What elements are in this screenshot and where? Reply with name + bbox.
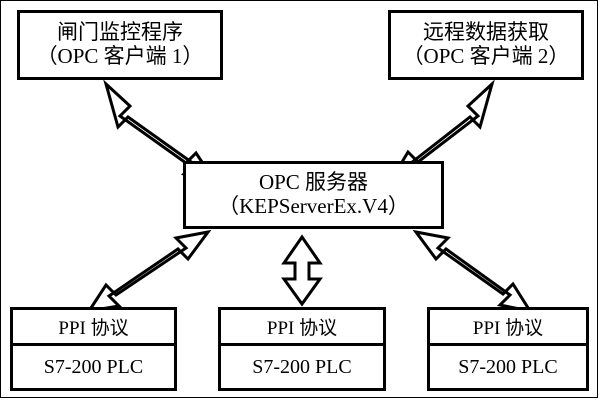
- node-opc-server-line-2: （KEPServerEx.V4）: [218, 194, 409, 218]
- node-plc-3-device: S7-200 PLC: [458, 355, 558, 378]
- node-plc-3[interactable]: PPI 协议 S7-200 PLC: [427, 307, 589, 391]
- node-opc-client-1[interactable]: 闸门监控程序 （OPC 客户端 1）: [17, 10, 223, 80]
- node-opc-client-1-line-1: 闸门监控程序: [57, 20, 183, 45]
- node-plc-1-protocol: PPI 协议: [13, 310, 174, 346]
- node-plc-1[interactable]: PPI 协议 S7-200 PLC: [10, 307, 177, 391]
- node-plc-2-protocol: PPI 协议: [221, 310, 383, 346]
- node-plc-3-protocol: PPI 协议: [430, 310, 586, 346]
- node-opc-client-2-line-2: （OPC 客户端 2）: [402, 44, 570, 68]
- node-plc-1-device: S7-200 PLC: [43, 355, 144, 378]
- node-opc-server-line-1: OPC 服务器: [258, 170, 369, 195]
- node-opc-client-2-line-1: 远程数据获取: [423, 20, 549, 45]
- arrow-server-to-plc-3: [412, 229, 534, 314]
- node-opc-client-1-line-2: （OPC 客户端 1）: [36, 44, 204, 68]
- arrow-server-to-plc-2: [281, 234, 323, 307]
- node-plc-2-device: S7-200 PLC: [252, 355, 352, 378]
- node-opc-client-2[interactable]: 远程数据获取 （OPC 客户端 2）: [388, 10, 584, 80]
- node-opc-server[interactable]: OPC 服务器 （KEPServerEx.V4）: [183, 161, 444, 229]
- node-plc-2[interactable]: PPI 协议 S7-200 PLC: [218, 307, 386, 391]
- arrow-server-to-plc-1: [85, 229, 212, 314]
